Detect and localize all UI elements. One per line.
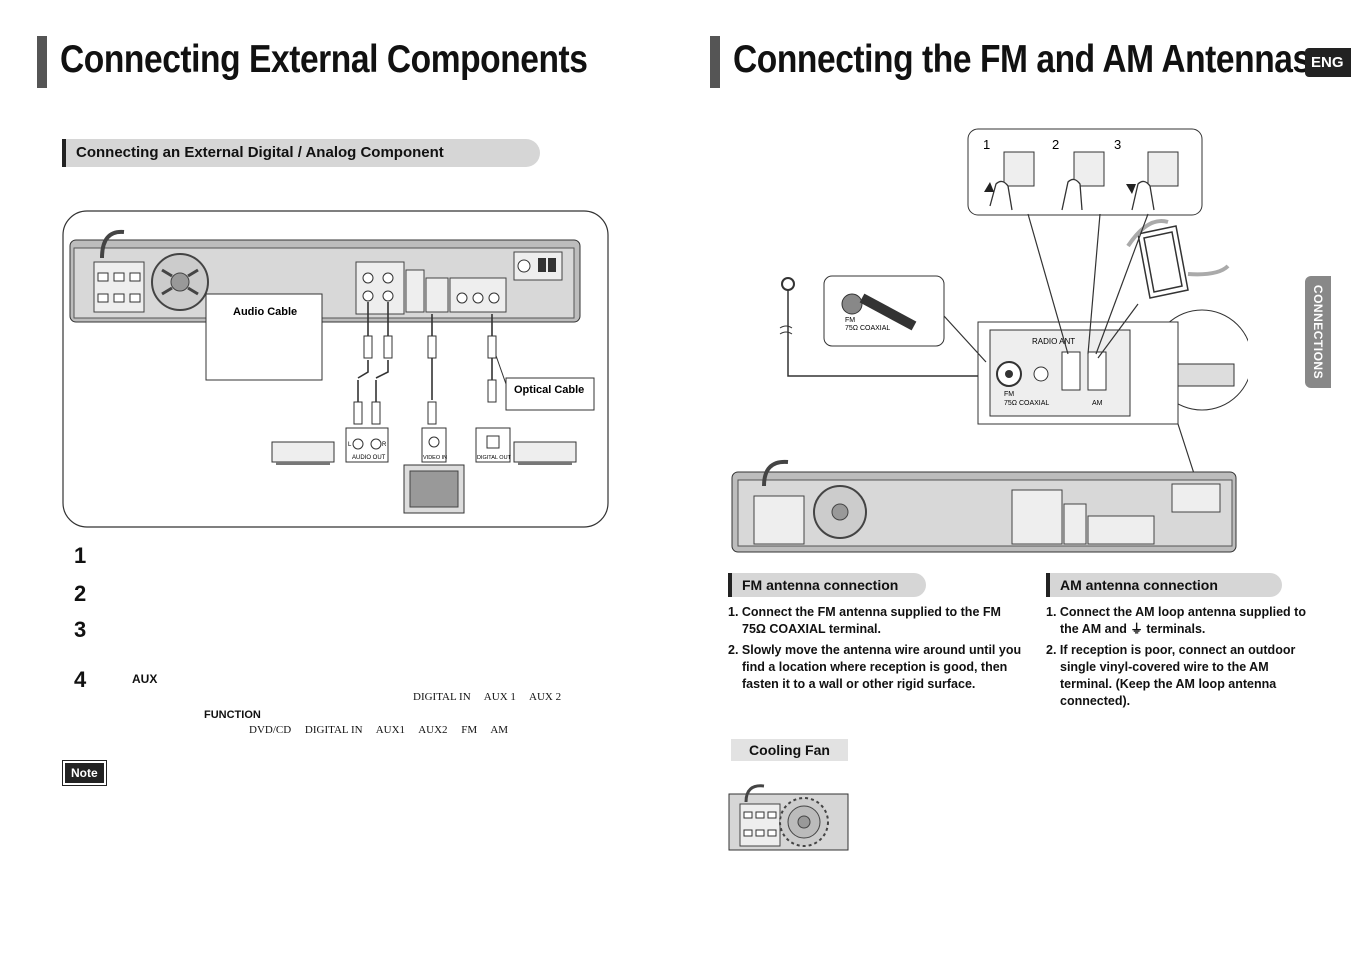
modes-line-1: DIGITAL IN AUX 1 AUX 2 [413, 691, 562, 703]
radio-ant-label: RADIO ANT [1032, 337, 1075, 346]
modes-line-2: DVD/CD DIGITAL IN AUX1 AUX2 FM AM [249, 724, 509, 736]
step-number-2: 2 [74, 581, 87, 606]
section-title-external: Connecting an External Digital / Analog … [62, 139, 540, 167]
am-step-1: 1. Connect the AM loop antenna supplied … [1046, 605, 1306, 636]
function-label: FUNCTION [204, 709, 261, 721]
am-instructions: 1. Connect the AM loop antenna supplied … [1046, 604, 1308, 714]
fm-step-2: 2. Slowly move the antenna wire around u… [728, 643, 1022, 691]
diagram-step-3: 3 [1114, 137, 1121, 152]
step-number-4: 4 [74, 667, 87, 692]
fm-instructions: 1. Connect the FM antenna supplied to th… [728, 604, 1026, 697]
title-accent-bar [37, 36, 47, 88]
note-badge: Note [62, 760, 107, 786]
diagram-step-1: 1 [983, 137, 990, 152]
fm-section-title: FM antenna connection [728, 573, 926, 597]
video-in-label: VIDEO IN [423, 455, 447, 461]
fm-wire-antenna-icon [781, 277, 795, 291]
external-device-right [513, 441, 577, 463]
digital-out-label: DIGITAL OUT [477, 455, 512, 461]
external-component-diagram: Audio Cable Optical Cable L R AUDIO OUT … [62, 210, 609, 528]
am-section-title: AM antenna connection [1046, 573, 1282, 597]
external-device-left [271, 441, 335, 463]
language-tab: ENG [1305, 48, 1351, 77]
left-channel-label: L [348, 442, 352, 448]
audio-out-label: AUDIO OUT [352, 455, 386, 461]
page-title-left: Connecting External Components [60, 38, 588, 81]
aux-label: AUX [132, 672, 158, 686]
cooling-fan-label: Cooling Fan [731, 739, 848, 761]
fm-coaxial-label: 75Ω COAXIAL [1004, 400, 1049, 407]
am-terminal-label: AM [1092, 400, 1103, 407]
step-number-1: 1 [74, 543, 87, 568]
antenna-diagram: 1 2 3 FM 75Ω COAXIAL RADIO ANT FM 75Ω CO… [731, 128, 1248, 553]
step-number-3: 3 [74, 617, 87, 642]
audio-cable-label: Audio Cable [233, 306, 297, 318]
fm-terminal-label: FM [1004, 391, 1014, 398]
diagram-step-2: 2 [1052, 137, 1059, 152]
fm-coaxial-small-line2: 75Ω COAXIAL [845, 325, 890, 332]
cooling-fan-illustration [728, 784, 849, 851]
am-step-2: 2. If reception is poor, connect an outd… [1046, 643, 1296, 708]
fm-coaxial-small-line1: FM [845, 317, 855, 324]
fm-step-1: 1. Connect the FM antenna supplied to th… [728, 605, 1001, 636]
optical-cable-label: Optical Cable [514, 384, 584, 396]
right-channel-label: R [382, 442, 387, 448]
page-title-right: Connecting the FM and AM Antennas [733, 38, 1311, 81]
title-accent-bar-right [710, 36, 720, 88]
side-tab-label: CONNECTIONS [1311, 284, 1325, 380]
side-tab-connections: CONNECTIONS [1305, 276, 1331, 388]
